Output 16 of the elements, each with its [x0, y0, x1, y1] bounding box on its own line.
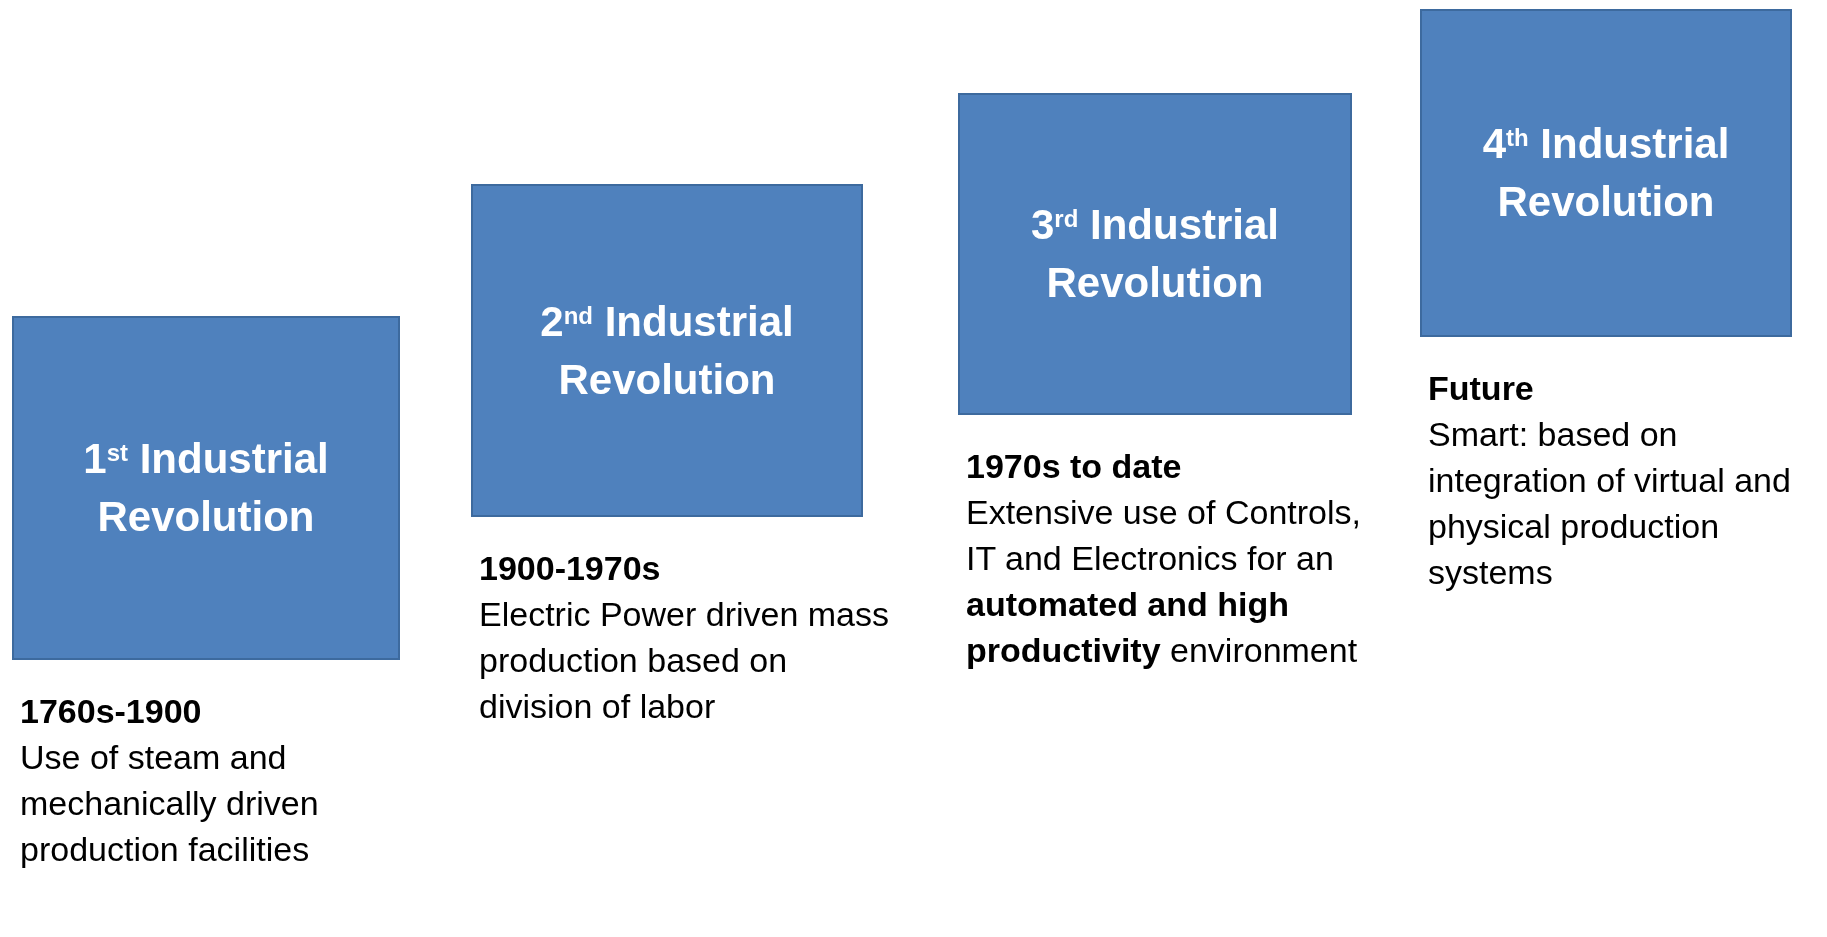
- stage-description: Smart: based on integration of virtual and physical production systems: [1428, 414, 1792, 593]
- stage-box: [471, 184, 863, 517]
- stage-description: Electric Power driven mass production based on division of labor: [479, 594, 890, 727]
- period-heading: Future: [1428, 368, 1535, 409]
- period-heading: 1970s to date: [966, 446, 1183, 487]
- stage-box: [958, 93, 1352, 415]
- stage-title: 3$^{rd}$ Industrial Revolution: [1029, 200, 1281, 308]
- period-heading: 1900-1970s: [479, 548, 662, 589]
- stage-box: [12, 316, 400, 660]
- stage-title: 1$^{st}$ Industrial Revolution: [82, 434, 330, 542]
- stage-description: Use of steam and mechanically driven production facilities: [20, 737, 320, 870]
- stage-box: [1420, 9, 1792, 337]
- stage-title: 4$^{th}$ Industrial Revolution: [1481, 119, 1731, 227]
- period-heading: 1760s-1900: [20, 691, 203, 732]
- stage-title: 2$^{nd}$ Industrial Revolution: [539, 296, 795, 405]
- stage-description: Extensive use of Controls, IT and Electronics for an automated and high productivity environment: [966, 492, 1362, 671]
